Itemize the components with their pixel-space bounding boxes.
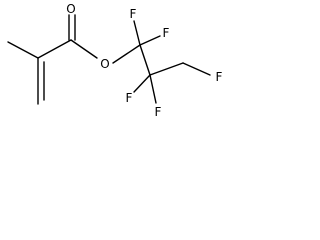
bond-carbonyl-ester-o bbox=[70, 39, 98, 59]
bond-methyl-c2 bbox=[7, 41, 39, 59]
bond-ch2-f bbox=[182, 62, 211, 76]
bond-cf2-f-right bbox=[139, 35, 161, 46]
ester-oxygen-label: O bbox=[100, 57, 109, 71]
fluorine-label-top: F bbox=[130, 7, 137, 21]
bond-c2-carbonyl bbox=[37, 39, 72, 59]
bond-ester-o-cf2 bbox=[112, 44, 141, 64]
fluorine-label-right: F bbox=[163, 26, 170, 40]
bond-cf2b-f-bottom bbox=[149, 74, 157, 104]
bond-cf2b-f-left bbox=[133, 74, 151, 93]
fluorine-label-terminal: F bbox=[216, 70, 223, 84]
fluorine-label-left: F bbox=[126, 91, 133, 105]
bond-cf2-cf2 bbox=[139, 44, 151, 76]
carbonyl-oxygen-label: O bbox=[66, 2, 75, 16]
structure-diagram: O O F F F F F bbox=[0, 0, 238, 125]
bond-cf2-f-top bbox=[133, 20, 141, 46]
bond-cf2b-ch2 bbox=[149, 62, 184, 76]
molecule-drawing: O O F F F F F bbox=[7, 2, 223, 119]
fluorine-label-bottom: F bbox=[155, 105, 162, 119]
